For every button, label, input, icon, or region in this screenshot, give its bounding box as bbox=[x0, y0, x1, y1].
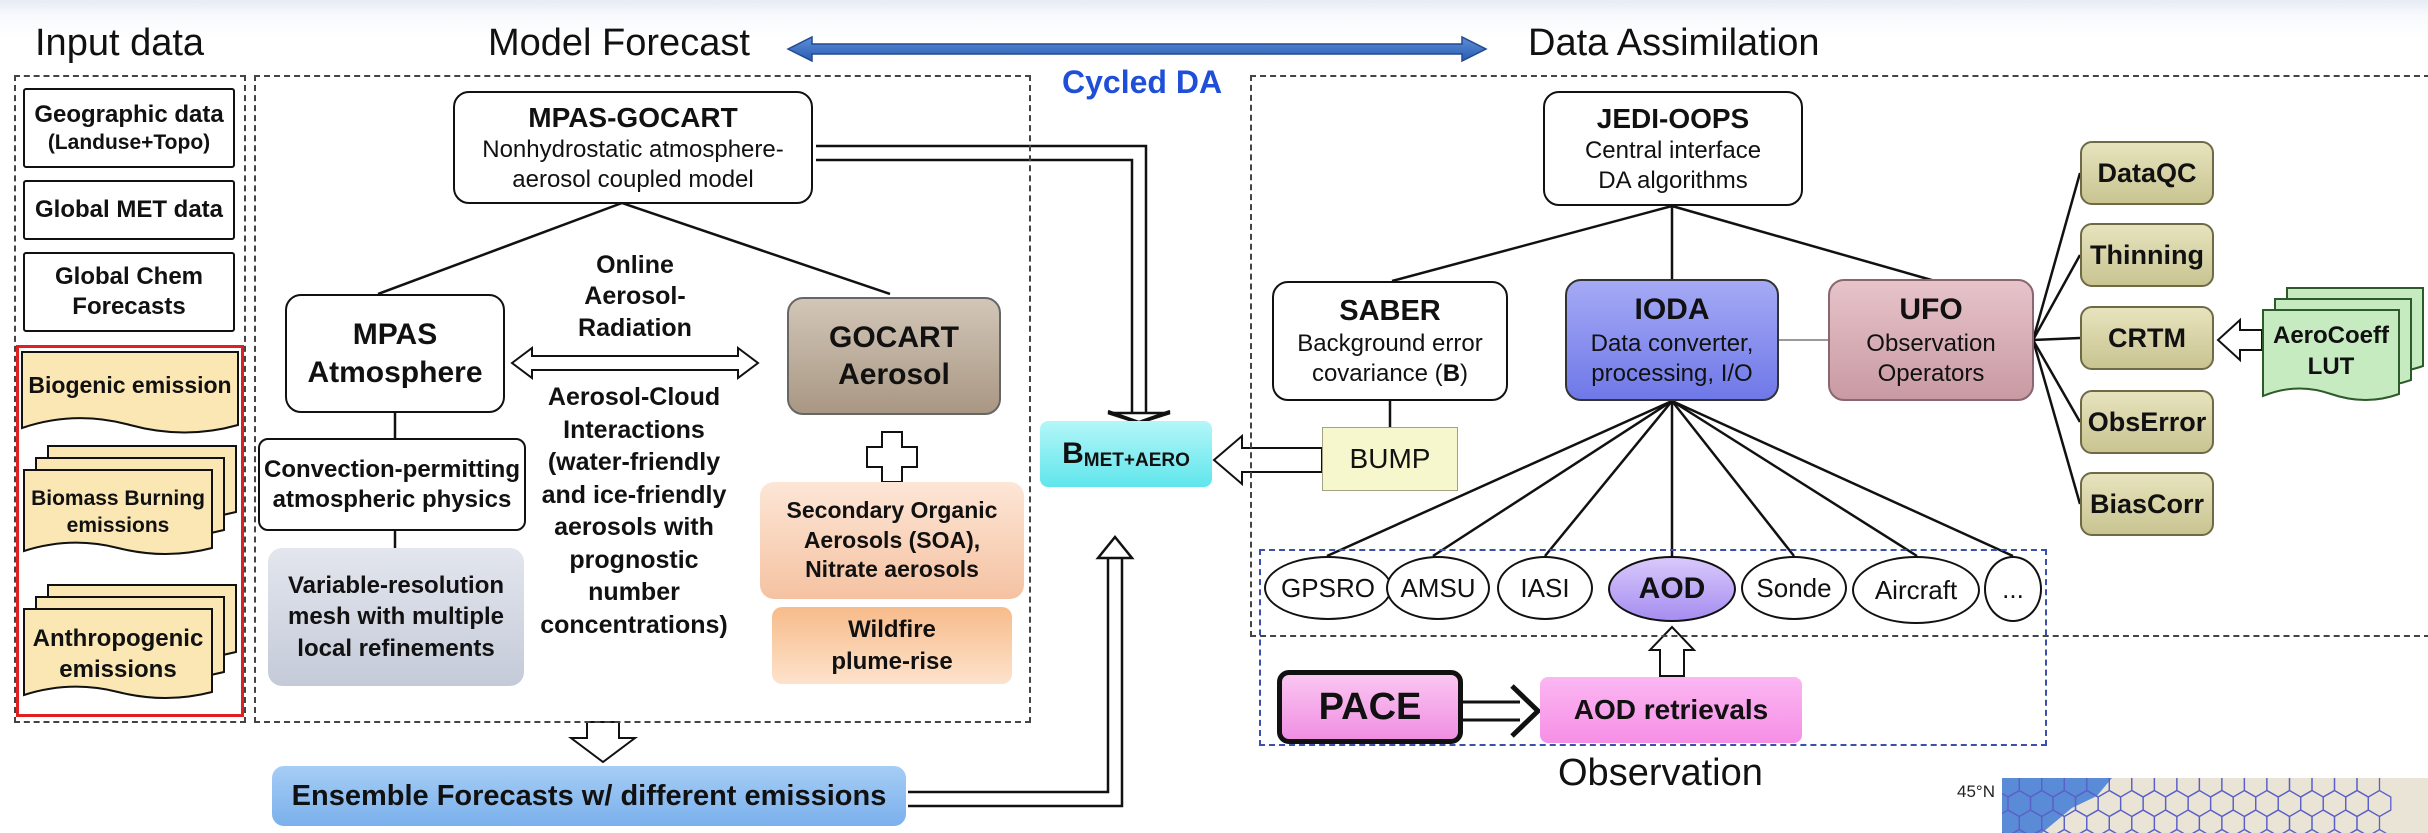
aod-retrievals-box: AOD retrievals bbox=[1540, 677, 1802, 743]
data-assimilation-title: Data Assimilation bbox=[1528, 22, 1820, 64]
global-met-data-box: Global MET data bbox=[23, 180, 235, 240]
mpas-gocart-box: MPAS-GOCART Nonhydrostatic atmosphere- a… bbox=[453, 91, 813, 204]
model-forecast-frame bbox=[254, 75, 1031, 723]
mesh-cell bbox=[2356, 809, 2381, 833]
emissions-red-frame bbox=[16, 345, 244, 717]
variable-mesh-box: Variable-resolution mesh with multiple l… bbox=[268, 548, 524, 686]
saber-box: SABER Background error covariance (B) bbox=[1272, 281, 1508, 401]
cycled-da-double-arrow bbox=[786, 35, 1488, 63]
ensemble-down-arrow bbox=[568, 721, 638, 764]
obs-more: ... bbox=[1984, 556, 2042, 622]
mesh-map-inset bbox=[2002, 778, 2428, 833]
model-forecast-title: Model Forecast bbox=[488, 22, 750, 64]
anthropogenic-label: Anthropogenic emissions bbox=[32, 624, 204, 683]
aerosol-cloud-interactions-note: Aerosol-Cloud Interactions (water-friend… bbox=[540, 383, 728, 639]
obs-iasi: IASI bbox=[1497, 556, 1593, 620]
input-data-title: Input data bbox=[35, 22, 205, 64]
ioda-box: IODA Data converter, processing, I/O bbox=[1565, 279, 1779, 401]
biomass-burning-label: Biomass Burning emissions bbox=[31, 486, 205, 537]
bump-to-b-arrow bbox=[1212, 433, 1323, 487]
geographic-data-box: Geographic data (Landuse+Topo) bbox=[23, 88, 235, 168]
pace-box: PACE bbox=[1277, 670, 1463, 744]
map-lat-label: 45°N bbox=[1957, 782, 1995, 801]
obserror-box: ObsError bbox=[2080, 390, 2214, 454]
obs-sonde: Sonde bbox=[1741, 556, 1847, 620]
observation-frame bbox=[1259, 549, 2047, 746]
cycled-da-label: Cycled DA bbox=[1062, 64, 1223, 100]
aerocoeff-to-crtm-arrow bbox=[2216, 317, 2263, 363]
data-assimilation-frame bbox=[1250, 75, 2428, 637]
thinning-box: Thinning bbox=[2080, 223, 2214, 287]
biogenic-emission-label: Biogenic emission bbox=[28, 371, 232, 398]
obs-aircraft: Aircraft bbox=[1852, 556, 1980, 624]
aerocoeff-lut-documents bbox=[2262, 287, 2424, 401]
mpas-gocart-double-arrow bbox=[510, 346, 760, 380]
observation-title: Observation bbox=[1558, 752, 1763, 794]
gocart-aerosol-box: GOCART Aerosol bbox=[787, 297, 1001, 415]
retrieval-to-aod-arrow bbox=[1647, 625, 1697, 677]
aerocoeff-lut-label: AeroCoeff LUT bbox=[2272, 321, 2389, 380]
wildfire-plume-rise-box: Wildfire plume-rise bbox=[772, 607, 1012, 684]
global-chem-forecasts-box: Global Chem Forecasts bbox=[23, 252, 235, 332]
dataqc-box: DataQC bbox=[2080, 141, 2214, 205]
ensemble-forecasts-box: Ensemble Forecasts w/ different emission… bbox=[272, 766, 906, 826]
jedi-oops-box: JEDI-OOPS Central interface DA algorithm… bbox=[1543, 91, 1803, 206]
obs-aod: AOD bbox=[1608, 556, 1736, 622]
ufo-box: UFO Observation Operators bbox=[1828, 279, 2034, 401]
emission-documents bbox=[21, 351, 239, 699]
bump-box: BUMP bbox=[1322, 427, 1458, 491]
soa-nitrate-box: Secondary Organic Aerosols (SOA), Nitrat… bbox=[760, 482, 1024, 599]
input-data-frame bbox=[14, 75, 246, 723]
biascorr-box: BiasCorr bbox=[2080, 472, 2214, 536]
convection-physics-box: Convection-permitting atmospheric physic… bbox=[258, 438, 526, 531]
obs-gpsro: GPSRO bbox=[1264, 556, 1392, 620]
mpas-atmosphere-box: MPAS Atmosphere bbox=[285, 294, 505, 413]
online-aerosol-radiation-note: Online Aerosol- Radiation bbox=[578, 251, 692, 342]
crtm-box: CRTM bbox=[2080, 306, 2214, 370]
obs-amsu: AMSU bbox=[1386, 556, 1490, 620]
